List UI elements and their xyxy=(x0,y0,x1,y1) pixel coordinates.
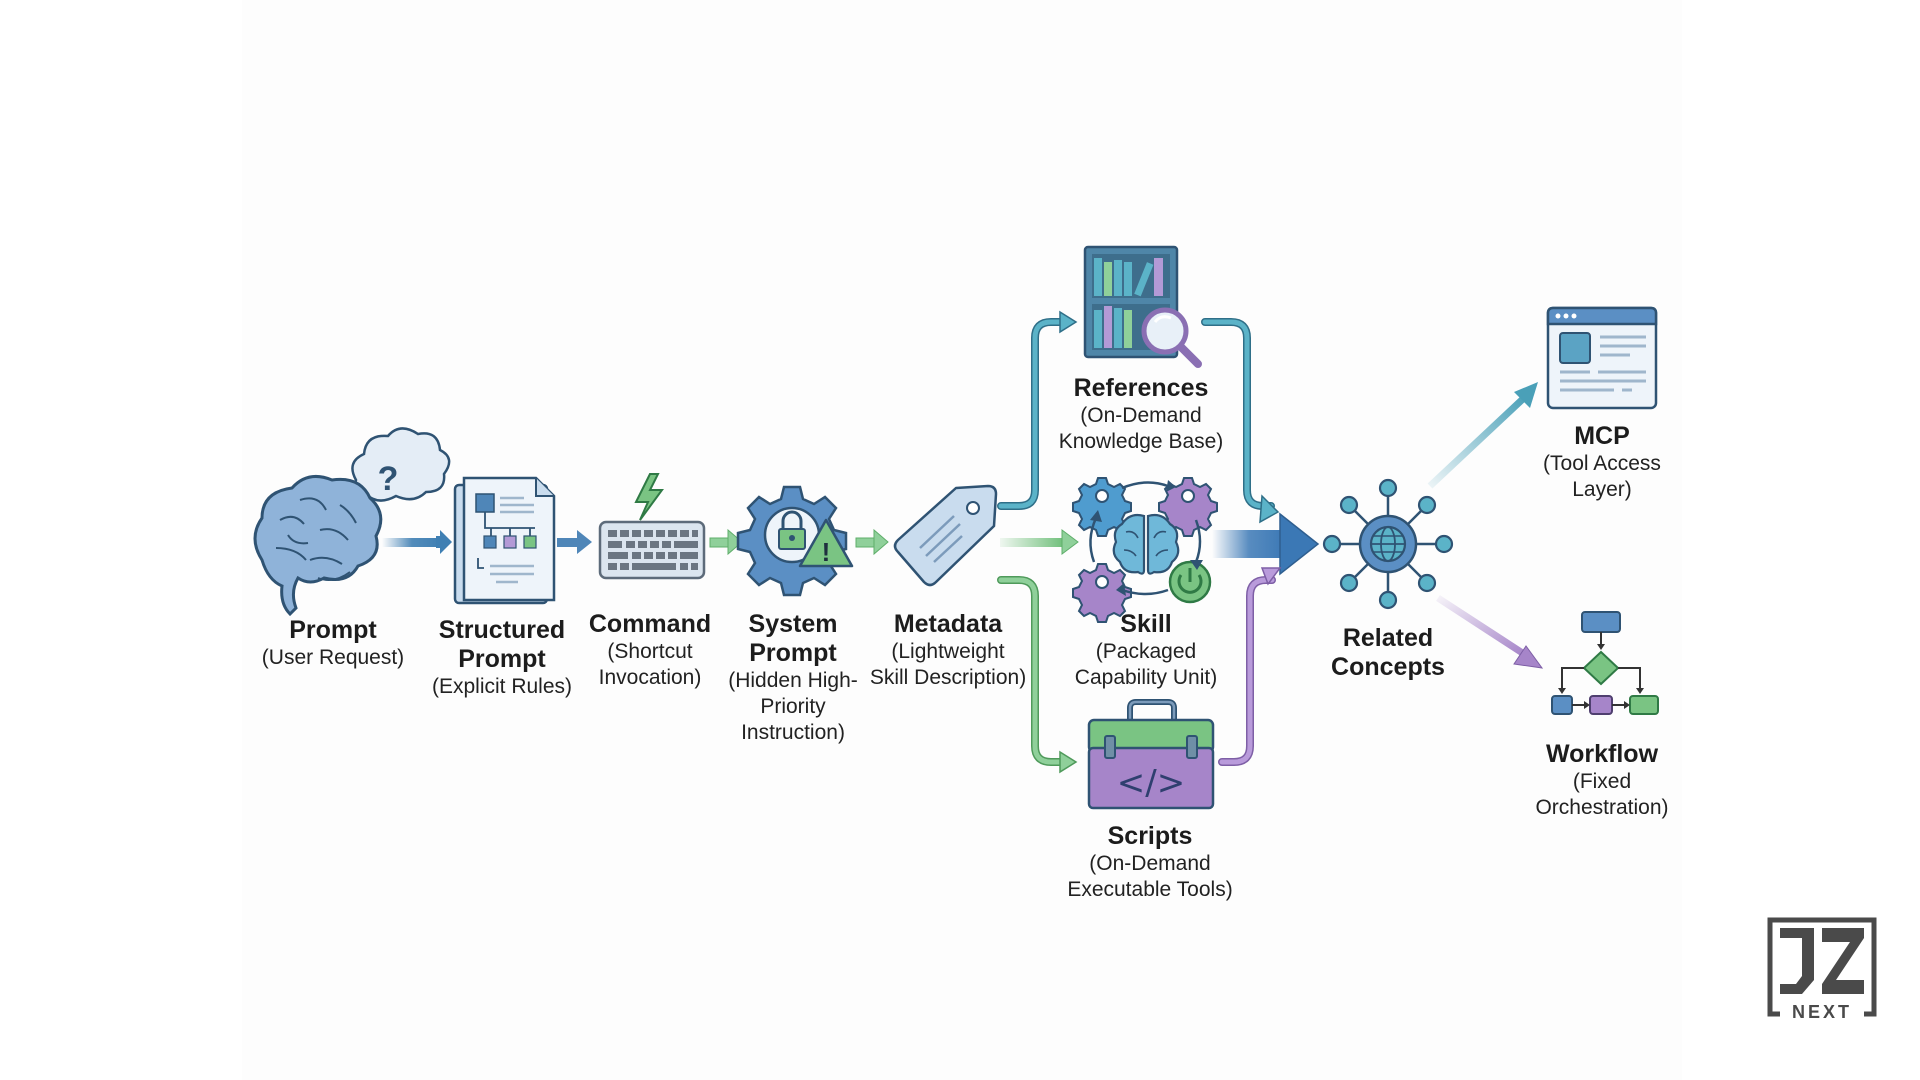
arrow-metadata-to-references xyxy=(997,310,1078,510)
flowchart-icon xyxy=(1551,611,1659,715)
node-subtitle: Instruction) xyxy=(741,721,845,744)
node-subtitle: (Hidden High- xyxy=(728,669,858,692)
node-title: System xyxy=(748,610,838,638)
node-subtitle: Orchestration) xyxy=(1535,796,1669,819)
gear-icon xyxy=(1072,477,1132,537)
node-mcp: MCP (Tool Access Layer) xyxy=(1543,422,1661,503)
node-title: Structured xyxy=(438,616,566,644)
node-subtitle: Layer) xyxy=(1572,478,1632,501)
brain-thinking-icon: ? xyxy=(253,427,451,617)
arrow-scripts-to-related xyxy=(1218,567,1282,766)
node-prompt: Prompt (User Request) xyxy=(262,616,404,671)
node-title: Metadata xyxy=(893,610,1003,638)
warning-glyph: ! xyxy=(822,537,831,567)
arrow-system-to-metadata xyxy=(855,528,889,556)
node-subtitle: (Shortcut xyxy=(607,640,693,663)
arrow-references-to-related xyxy=(1201,318,1280,524)
brain-gears-cycle-icon xyxy=(1072,477,1218,623)
node-title: Prompt xyxy=(458,645,546,673)
node-title: Prompt xyxy=(749,639,837,667)
node-workflow: Workflow (Fixed Orchestration) xyxy=(1535,740,1668,821)
node-subtitle: (Lightweight xyxy=(891,640,1005,663)
toolbox-code-icon: </> xyxy=(1087,699,1215,810)
arrow-related-to-workflow xyxy=(1436,595,1544,669)
power-icon xyxy=(1168,560,1212,604)
keyboard-lightning-icon xyxy=(598,473,706,580)
tag-icon xyxy=(893,484,998,587)
bookshelf-magnifier-icon xyxy=(1083,245,1202,368)
brain-icon xyxy=(1112,513,1180,575)
node-subtitle: (On-Demand xyxy=(1080,404,1202,427)
node-skill: Skill (Packaged Capability Unit) xyxy=(1075,610,1217,691)
node-system-prompt: System Prompt (Hidden High- Priority Ins… xyxy=(728,610,858,746)
gear-icon xyxy=(1072,563,1132,623)
arrow-metadata-to-skill xyxy=(1000,529,1079,555)
network-hub-globe-icon xyxy=(1322,478,1454,610)
arrow-skill-to-related xyxy=(1212,512,1320,576)
node-subtitle: Executable Tools) xyxy=(1067,878,1233,901)
node-subtitle: (On-Demand xyxy=(1089,852,1211,875)
node-title: Skill xyxy=(1120,610,1172,638)
node-title: Prompt xyxy=(289,616,377,644)
node-command: Command (Shortcut Invocation) xyxy=(589,610,711,691)
node-subtitle: (Fixed xyxy=(1572,770,1632,793)
node-title: Workflow xyxy=(1545,740,1659,768)
node-references: References (On-Demand Knowledge Base) xyxy=(1059,374,1224,455)
node-subtitle: Priority xyxy=(760,695,826,718)
arrow-structured-to-command xyxy=(557,530,592,554)
gear-lock-warning-icon: ! xyxy=(736,485,854,597)
node-related-concepts: Related Concepts xyxy=(1331,624,1445,682)
arrow-related-to-mcp xyxy=(1427,382,1538,489)
arrow-metadata-to-scripts xyxy=(997,576,1078,774)
node-title: Concepts xyxy=(1331,653,1445,681)
code-glyph: </> xyxy=(1117,763,1185,803)
arrow-command-to-system xyxy=(709,528,743,556)
arrow-prompt-to-structured xyxy=(382,530,452,554)
node-scripts: Scripts (On-Demand Executable Tools) xyxy=(1067,822,1232,903)
node-metadata: Metadata (Lightweight Skill Description) xyxy=(870,610,1026,691)
node-title: Scripts xyxy=(1107,822,1193,850)
node-subtitle: (Tool Access xyxy=(1543,452,1661,475)
gear-icon xyxy=(1158,477,1218,537)
node-subtitle: Invocation) xyxy=(598,666,702,689)
node-subtitle: (User Request) xyxy=(261,646,405,669)
document-hierarchy-icon xyxy=(453,476,556,605)
node-structured-prompt: Structured Prompt (Explicit Rules) xyxy=(432,616,572,700)
node-title: References xyxy=(1073,374,1209,402)
node-subtitle: (Packaged xyxy=(1095,640,1197,663)
node-subtitle: Capability Unit) xyxy=(1074,666,1218,689)
jz-next-logo: NEXT xyxy=(1766,917,1878,1020)
node-subtitle: Knowledge Base) xyxy=(1058,430,1224,453)
node-title: Command xyxy=(588,610,712,638)
logo-text: NEXT xyxy=(1792,1002,1852,1020)
node-title: Related xyxy=(1342,624,1434,652)
node-title: MCP xyxy=(1574,422,1630,450)
node-subtitle: (Explicit Rules) xyxy=(431,675,573,698)
question-mark-glyph: ? xyxy=(378,460,399,498)
browser-window-icon xyxy=(1546,306,1658,410)
node-subtitle: Skill Description) xyxy=(869,666,1027,689)
